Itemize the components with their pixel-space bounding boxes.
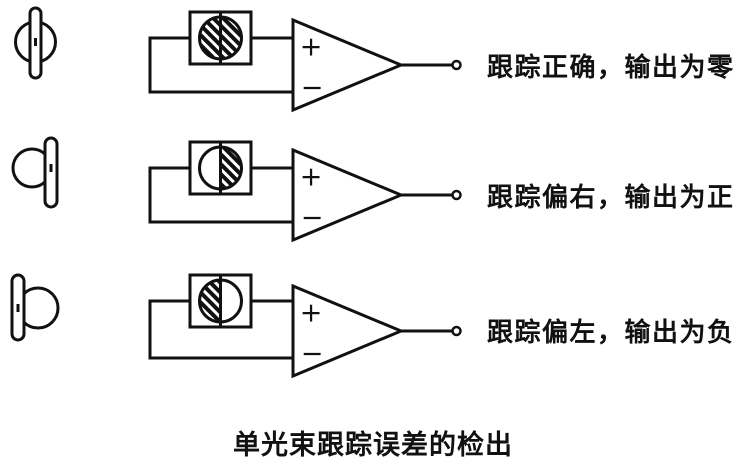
opamp-triangle [291, 147, 405, 243]
row-3-photodetector [188, 273, 253, 329]
opamp-minus-sign: − [301, 203, 324, 234]
row-3-wires [148, 299, 295, 360]
wire-minus-input [148, 299, 295, 360]
detector-left-half-hatched [199, 280, 221, 322]
wire-minus-input [148, 166, 295, 224]
opamp-minus-sign: − [301, 339, 324, 370]
track-bar-icon [43, 136, 59, 209]
opamp-plus-sign: + [300, 32, 323, 63]
row-1-label: 跟踪正确，输出为零 [487, 52, 735, 83]
row-3-label: 跟踪偏左，输出为负 [487, 317, 735, 348]
output-terminal [451, 189, 462, 201]
row-2-photodetector [188, 140, 253, 196]
track-center-mark [16, 304, 20, 312]
row-2-wires [148, 166, 295, 224]
row-3-opamp: + − [291, 283, 462, 379]
opamp-minus-sign: − [301, 73, 324, 104]
output-terminal [451, 59, 462, 71]
row-1-photodetector [188, 10, 253, 66]
detector-right-half-hatched [220, 147, 242, 189]
opamp-triangle [291, 283, 405, 379]
row-2-opamp: + − [291, 147, 462, 243]
output-terminal [451, 325, 462, 337]
wire-minus-input [148, 36, 295, 94]
row-2-label: 跟踪偏右，输出为正 [487, 182, 735, 213]
opamp-plus-sign: + [300, 298, 323, 329]
row-2-spot-track-icon [11, 136, 59, 209]
opamp-plus-sign: + [300, 162, 323, 193]
row-1-spot-track-icon [14, 6, 57, 80]
row-3-spot-track-icon [10, 273, 60, 342]
row-1-opamp: + − [291, 17, 462, 113]
track-center-mark [49, 164, 53, 172]
figure-caption: 单光束跟踪误差的检出 [233, 430, 513, 461]
track-center-mark [34, 38, 37, 46]
row-1-wires [148, 36, 295, 94]
opamp-triangle [291, 17, 405, 113]
